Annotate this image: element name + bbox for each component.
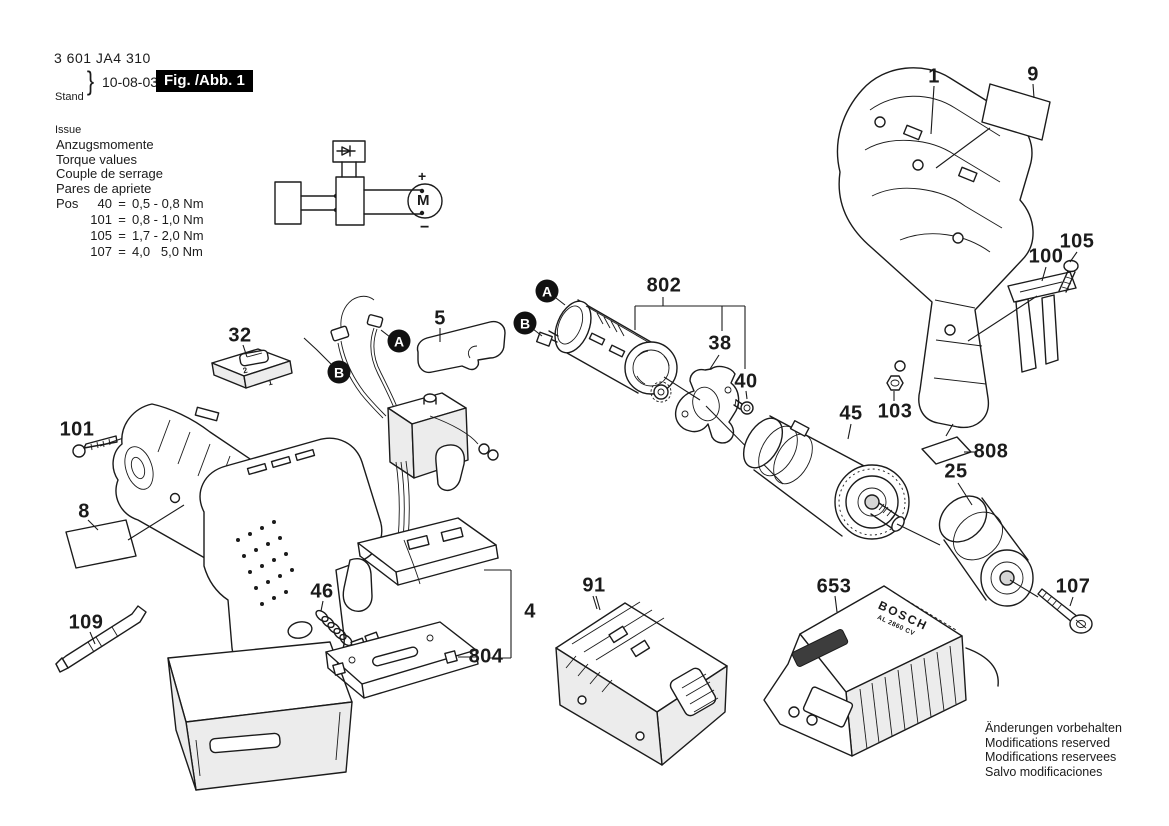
screw-107 xyxy=(1037,588,1093,634)
document-part-number: 3 601 JA4 310 xyxy=(54,50,151,66)
callout-1: 1 xyxy=(928,65,940,88)
callout-bracket-802 xyxy=(634,297,746,370)
torque-title-de: Anzugsmomente xyxy=(56,137,154,152)
callout-5: 5 xyxy=(434,307,446,330)
torque-row: 101 = 0,8 - 1,0 Nm xyxy=(90,212,204,227)
ref-badge-a-motor: A xyxy=(535,279,559,303)
callout-leaders xyxy=(595,83,1078,611)
motor-letter: M xyxy=(417,192,430,209)
wiring-schematic xyxy=(274,140,443,226)
callout-808: 808 xyxy=(973,440,1009,463)
minus-sign: − xyxy=(420,219,430,236)
torque-row: 107 = 4,0 5,0 Nm xyxy=(90,244,203,259)
nut-103 xyxy=(886,375,904,391)
torque-title-en: Torque values xyxy=(56,151,137,167)
gear-selector-32 xyxy=(211,344,293,389)
sticker-808 xyxy=(921,423,976,465)
brace-glyph: } xyxy=(86,66,95,96)
gearbox-45 xyxy=(742,415,941,546)
callout-bracket-4 xyxy=(484,569,512,659)
torque-row: Pos 40 = 0,5 - 0,8 Nm xyxy=(56,196,204,211)
stand-label: Stand xyxy=(55,91,84,103)
callout-9: 9 xyxy=(1027,63,1039,86)
diode-symbol xyxy=(336,145,356,157)
callout-32: 32 xyxy=(228,324,252,347)
torque-title-es: Pares de apriete xyxy=(56,180,152,196)
callout-91: 91 xyxy=(582,574,606,597)
callout-38: 38 xyxy=(708,332,732,355)
ref-badge-a-wire: A xyxy=(387,329,411,353)
callout-4: 4 xyxy=(524,600,536,623)
callout-101: 101 xyxy=(59,418,95,441)
callout-100: 100 xyxy=(1028,245,1064,268)
housing-right-half xyxy=(836,67,1034,429)
notice-fr: Modifications reservees xyxy=(985,750,1117,764)
base-plate-804 xyxy=(325,621,479,699)
sticker-8 xyxy=(65,504,185,569)
switch-assembly xyxy=(330,295,499,586)
stand-issue-labels: Stand Issue xyxy=(55,70,84,158)
callout-653: 653 xyxy=(816,575,852,598)
callout-40: 40 xyxy=(734,370,758,393)
torque-title-fr: Couple de serrage xyxy=(56,166,163,181)
screwdriver-bit-109 xyxy=(55,605,147,673)
ref-badge-b-motor: B xyxy=(513,311,537,335)
torque-table: Anzugsmomente Torque values Couple de se… xyxy=(56,137,204,260)
issue-date: 10-08-03 xyxy=(102,74,159,90)
screw-40 xyxy=(733,390,754,415)
torque-row: 105 = 1,7 - 2,0 Nm xyxy=(90,228,204,243)
callout-109: 109 xyxy=(68,611,104,634)
callout-105: 105 xyxy=(1059,230,1095,253)
charger-653 xyxy=(763,585,999,757)
trigger-switch xyxy=(435,444,465,491)
callout-25: 25 xyxy=(944,460,968,483)
belt-clip-100 xyxy=(967,271,1077,373)
pos-label: Pos xyxy=(56,196,79,211)
sticker-9 xyxy=(935,83,1051,169)
battery-91 xyxy=(555,595,728,766)
chuck-25 xyxy=(938,482,1039,607)
assembled-drill xyxy=(167,437,383,791)
callout-107: 107 xyxy=(1055,575,1091,598)
notice-es: Salvo modificaciones xyxy=(985,764,1103,779)
drill-battery-foot xyxy=(167,641,353,791)
trigger xyxy=(342,558,373,612)
figure-label: Fig. /Abb. 1 xyxy=(156,70,253,92)
ref-badge-b-wire: B xyxy=(327,360,351,384)
cover-plate-5 xyxy=(416,320,506,374)
issue-label: Issue xyxy=(55,124,82,136)
callout-8: 8 xyxy=(78,500,90,523)
motor-802 xyxy=(535,299,678,403)
notice-de: Änderungen vorbehalten xyxy=(985,721,1122,735)
notice-en: Modifications reserved xyxy=(985,735,1111,750)
plus-sign: + xyxy=(418,168,427,184)
motor-symbol xyxy=(407,183,443,219)
modifications-notice: Änderungen vorbehalten Modifications res… xyxy=(985,721,1122,779)
callout-45: 45 xyxy=(839,402,863,425)
callout-103: 103 xyxy=(877,400,913,423)
callout-802: 802 xyxy=(646,274,682,297)
callout-804: 804 xyxy=(468,645,504,668)
callout-46: 46 xyxy=(310,580,334,603)
